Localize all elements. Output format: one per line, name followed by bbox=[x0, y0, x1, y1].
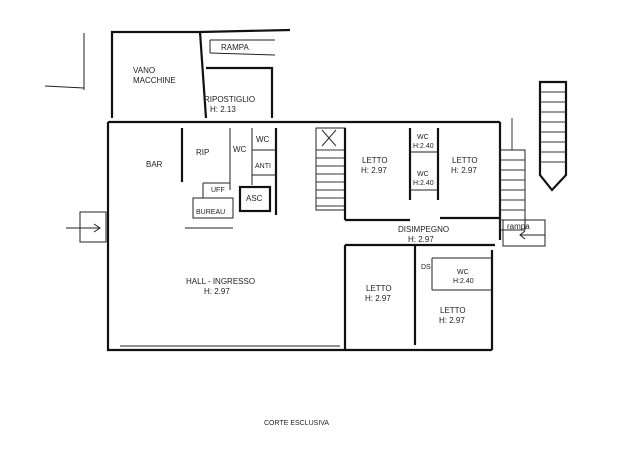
label-rip: RIP bbox=[196, 148, 209, 157]
label-rampa-side: rampa bbox=[507, 222, 530, 231]
label-wc-b: WC bbox=[256, 135, 270, 144]
label-asc: ASC bbox=[246, 194, 263, 203]
site-context-lines bbox=[44, 33, 85, 90]
label-letto-4-h: H: 2.97 bbox=[439, 316, 465, 325]
label-disimpegno-h: H: 2.97 bbox=[408, 235, 434, 244]
stairs-center bbox=[315, 127, 346, 211]
exterior-stair bbox=[538, 80, 568, 192]
label-wc-e-h: H:2.40 bbox=[453, 278, 474, 285]
label-uff: UFF bbox=[211, 187, 225, 194]
right-wing bbox=[343, 128, 500, 345]
label-letto-1-h: H: 2.97 bbox=[361, 166, 387, 175]
label-wc-d: WC bbox=[417, 171, 429, 178]
stairs-right bbox=[499, 118, 526, 231]
label-anti: ANTI bbox=[255, 163, 271, 170]
label-corte-esclusiva: CORTE ESCLUSIVA bbox=[264, 420, 329, 427]
label-vano: VANO bbox=[133, 66, 155, 75]
label-hall-h: H: 2.97 bbox=[204, 287, 230, 296]
label-letto-2: LETTO bbox=[452, 156, 478, 165]
label-bureau: BUREAU bbox=[196, 209, 225, 216]
entry-door-left bbox=[66, 211, 107, 243]
label-letto-3-h: H: 2.97 bbox=[365, 294, 391, 303]
service-block bbox=[180, 128, 278, 229]
label-ds: DS bbox=[421, 264, 431, 271]
label-wc-a: WC bbox=[233, 145, 247, 154]
label-ripostiglio: RIPOSTIGLIO bbox=[204, 95, 255, 104]
top-annex bbox=[110, 28, 291, 119]
label-wc-c-h: H:2.40 bbox=[413, 143, 434, 150]
label-disimpegno: DISIMPEGNO bbox=[398, 225, 449, 234]
label-letto-2-h: H: 2.97 bbox=[451, 166, 477, 175]
label-letto-1: LETTO bbox=[362, 156, 388, 165]
label-letto-3: LETTO bbox=[366, 284, 392, 293]
label-bar: BAR bbox=[146, 160, 163, 169]
label-ripostiglio-h: H: 2.13 bbox=[210, 105, 236, 114]
label-rampa-top: RAMPA bbox=[221, 43, 250, 52]
label-macchine: MACCHINE bbox=[133, 76, 176, 85]
rampa-entry-right bbox=[502, 219, 546, 247]
label-hall: HALL - INGRESSO bbox=[186, 277, 255, 286]
label-wc-c: WC bbox=[417, 134, 429, 141]
label-wc-d-h: H:2.40 bbox=[413, 180, 434, 187]
label-wc-e: WC bbox=[457, 269, 469, 276]
label-letto-4: LETTO bbox=[440, 306, 466, 315]
